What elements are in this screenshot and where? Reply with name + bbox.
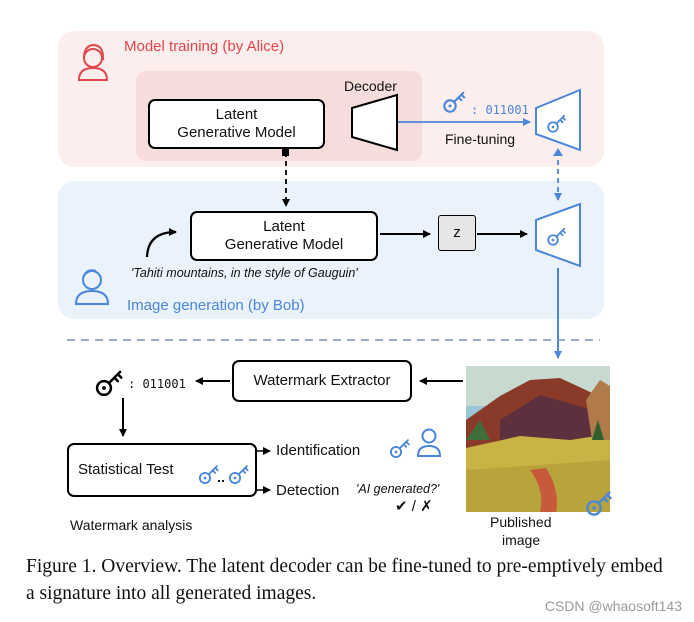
watermark-extractor-label: Watermark Extractor [253,372,391,389]
finetuned-decoder-gen [535,202,581,268]
painting-image [466,366,610,512]
finetuning-label: Fine-tuning [445,131,516,147]
statistical-test-label: Statistical Test [78,461,174,478]
ldm-generation-line1: Latent [263,218,305,235]
statistical-test-box: Statistical Test [67,443,257,497]
figure-caption: Figure 1. Overview. The latent decoder c… [26,556,663,604]
ldm-generation-line2: Generative Model [224,236,344,253]
decoder-trapezoid [351,93,398,152]
user-icon-bob [74,269,110,305]
key-icon-identification [389,439,410,459]
decoder-label: Decoder [344,78,397,94]
ai-generated-question: 'AI generated?' [356,482,440,496]
user-icon-alice [77,43,109,81]
detection-label: Detection [276,482,340,499]
finetuned-decoder-top [535,88,581,152]
csdn-watermark: CSDN @whaosoft143 [544,598,682,614]
ldm-training-line1: Latent [215,106,258,123]
key-bits-extracted: : 011001 [128,377,186,391]
check-cross: ✔ / ✗ [395,498,433,515]
generation-title: Image generation (by Bob) [127,297,305,314]
watermark-extractor-box: Watermark Extractor [232,360,412,402]
published-line1: Published [490,514,552,530]
published-line2: image [502,532,541,548]
z-label: z [453,224,461,241]
key-bits-top: : 011001 [471,103,529,117]
identification-label: Identification [276,442,361,459]
prompt-label: 'Tahiti mountains, in the style of Gaugu… [131,266,358,280]
training-title: Model training (by Alice) [124,38,285,55]
key-icon-finetuning [443,91,466,113]
user-icon-identification [416,428,442,457]
analysis-title: Watermark analysis [70,517,193,533]
ldm-training-line2: Generative Model [177,124,296,141]
z-box: z [438,215,476,251]
ldm-generation-box: Latent Generative Model [190,211,378,261]
ldm-training-box: Latent Generative Model [148,99,325,149]
dots [217,479,225,483]
key-icon-stat-2 [228,465,249,485]
key-icon-stat-1 [198,465,219,485]
key-icon-extracted [95,370,123,397]
